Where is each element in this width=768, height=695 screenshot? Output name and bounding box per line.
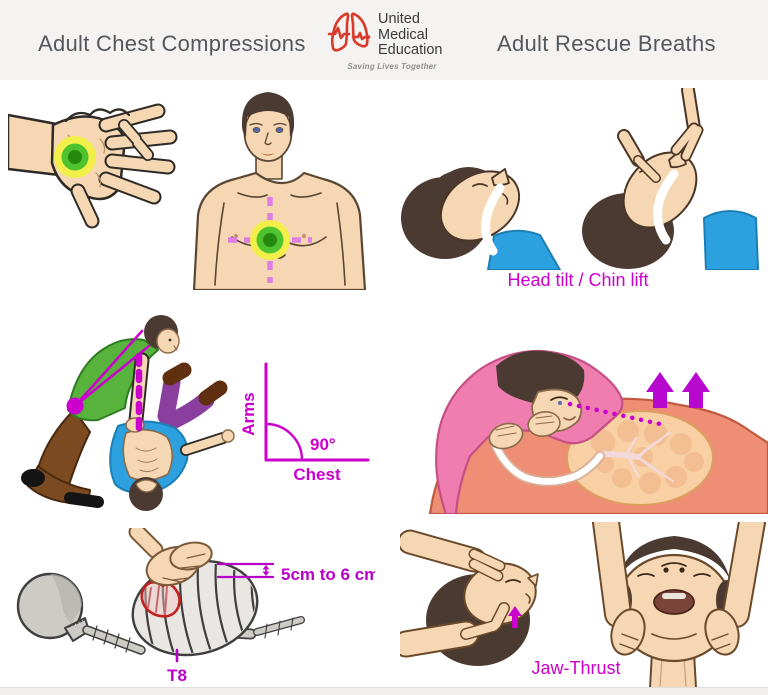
- arms-axis-label: Arms: [239, 392, 258, 435]
- hand-placement-illustration: [8, 103, 178, 229]
- t8-label: T8: [167, 666, 187, 685]
- head-tilt-chin-lift-illustration: [401, 88, 759, 270]
- right-section-title: Adult Rescue Breaths: [497, 31, 716, 56]
- angle-value-label: 90°: [310, 435, 336, 454]
- posture-annotation: [66, 329, 151, 432]
- logo-wordmark: United Medical Education: [378, 12, 443, 59]
- jaw-lift-arrow: [508, 606, 522, 628]
- united-medical-education-logo: United Medical Education Saving Lives To…: [327, 10, 457, 71]
- torso-compression-point-illustration: [192, 92, 367, 290]
- skeleton-depth-illustration: 5cm to 6 cm T8: [16, 528, 375, 685]
- lungs-ekg-icon: [327, 10, 373, 61]
- logo-tagline: Saving Lives Together: [347, 62, 437, 71]
- jaw-thrust-label: Jaw-Thrust: [531, 658, 621, 678]
- header-band: Adult Chest Compressions Adult Rescue Br…: [0, 0, 768, 80]
- logo-word-1: United: [378, 11, 420, 28]
- hand-target-marker: [54, 136, 96, 178]
- bottom-strip: [0, 687, 768, 695]
- left-section-title: Adult Chest Compressions: [38, 31, 306, 56]
- head-tilt-chin-lift-label: Head tilt / Chin lift: [507, 270, 649, 290]
- rescue-breath-illustration: [428, 349, 768, 514]
- compression-posture-illustration: [21, 315, 235, 511]
- jaw-thrust-illustration: [400, 522, 766, 688]
- chest-crosshair: [228, 197, 312, 283]
- chest-axis-label: Chest: [293, 465, 341, 484]
- gaze-dotted-line: [567, 401, 663, 427]
- chest-target-marker: [250, 220, 290, 260]
- logo-word-3: Education: [378, 42, 443, 59]
- arm-angle-diagram: Arms 90° Chest: [239, 362, 370, 484]
- chest-rise-arrows: [646, 372, 710, 408]
- logo-word-2: Medical: [378, 26, 428, 43]
- depth-label: 5cm to 6 cm: [281, 565, 375, 584]
